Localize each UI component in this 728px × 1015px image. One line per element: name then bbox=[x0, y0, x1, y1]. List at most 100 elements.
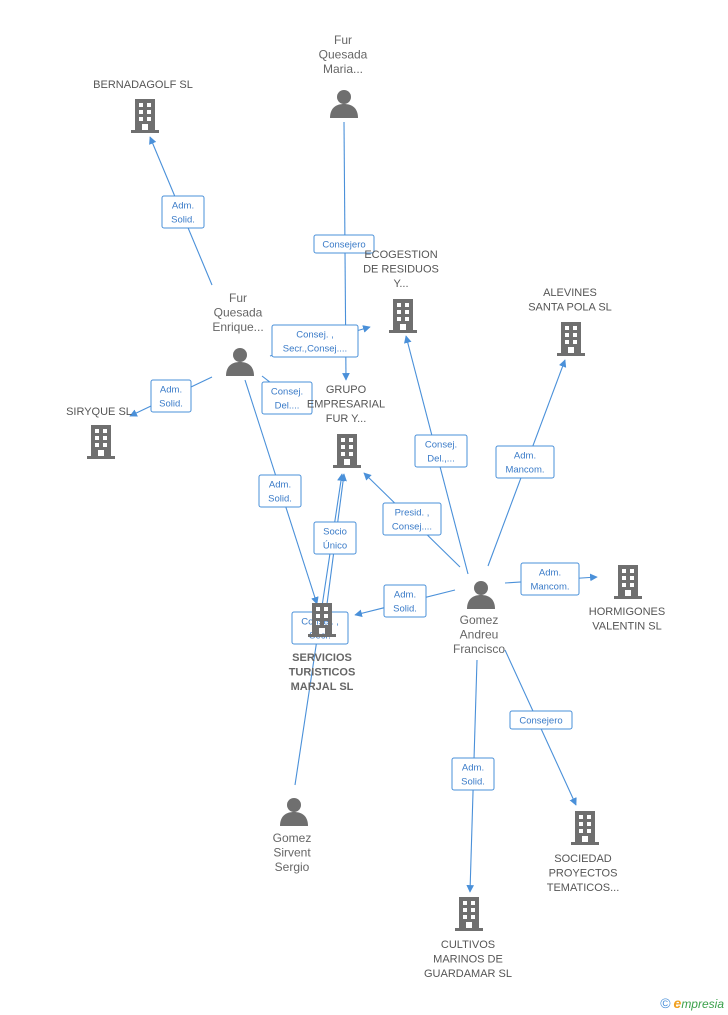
role-label[interactable]: Adm.Solid. bbox=[150, 379, 192, 413]
role-label-frame bbox=[414, 434, 468, 468]
node-label-line: Y... bbox=[393, 278, 408, 290]
role-label[interactable]: Presid. , Consej.... bbox=[382, 502, 442, 536]
role-label-frame bbox=[313, 234, 375, 254]
role-text: Adm. bbox=[462, 763, 484, 774]
nodes-layer: BERNADAGOLF SLFurQuesadaMaria...ECOGESTI… bbox=[66, 33, 665, 980]
building-icon bbox=[131, 99, 159, 133]
role-text: Solid. bbox=[171, 215, 195, 226]
role-text: Consejero bbox=[519, 716, 562, 727]
node-label-line: Gomez bbox=[273, 831, 312, 845]
role-label-frame bbox=[451, 757, 495, 791]
role-text: Solid. bbox=[461, 777, 485, 788]
building-icon bbox=[389, 299, 417, 333]
role-text: Adm. bbox=[160, 385, 182, 396]
node-label-line: GUARDAMAR SL bbox=[424, 968, 512, 980]
role-label[interactable]: Consejero bbox=[313, 234, 375, 254]
role-label-frame bbox=[383, 584, 427, 618]
node-label-line: TEMATICOS... bbox=[547, 882, 620, 894]
building-icon bbox=[455, 897, 483, 931]
role-label-frame bbox=[495, 445, 555, 479]
role-label-frame bbox=[150, 379, 192, 413]
building-icon bbox=[614, 565, 642, 599]
node-label-line: Sergio bbox=[275, 860, 310, 874]
node-label-line: DE RESIDUOS bbox=[363, 264, 439, 276]
copyright-icon: © bbox=[660, 995, 671, 1011]
building-icon bbox=[571, 811, 599, 845]
node-label-line: ECOGESTION bbox=[364, 249, 437, 261]
role-label-frame bbox=[271, 324, 359, 358]
role-label-frame bbox=[313, 521, 357, 555]
role-text: Solid. bbox=[393, 604, 417, 615]
node-label-line: SOCIEDAD bbox=[554, 853, 612, 865]
company-node-sociedad[interactable]: SOCIEDAD PROYECTOS TEMATICOS... bbox=[547, 811, 620, 894]
role-text: Presid. , bbox=[395, 508, 430, 519]
node-label-line: PROYECTOS bbox=[549, 868, 618, 880]
company-node-bernadagolf[interactable]: BERNADAGOLF SL bbox=[93, 79, 193, 133]
node-label-line: VALENTIN SL bbox=[592, 621, 662, 633]
role-label[interactable]: Consej.Del.,... bbox=[414, 434, 468, 468]
company-node-ecogestion[interactable]: ECOGESTION DE RESIDUOS Y... bbox=[363, 249, 439, 333]
role-text: Socio bbox=[323, 527, 347, 538]
brand-initial: e bbox=[673, 995, 682, 1011]
node-label-line: Fur bbox=[229, 291, 247, 305]
role-text: Adm. bbox=[269, 480, 291, 491]
node-label-line: Quesada bbox=[214, 306, 263, 320]
node-label-line: BERNADAGOLF SL bbox=[93, 79, 193, 91]
node-label-line: ALEVINES bbox=[543, 287, 597, 299]
role-text: Consej. bbox=[271, 387, 303, 398]
role-label-frame bbox=[258, 474, 302, 508]
company-node-servicios[interactable]: SERVICIOS TURISTICOS MARJAL SL bbox=[289, 603, 356, 693]
role-label-frame bbox=[509, 710, 573, 730]
person-icon bbox=[226, 348, 254, 376]
role-text: Solid. bbox=[268, 494, 292, 505]
role-label[interactable]: Adm.Mancom. bbox=[495, 445, 555, 479]
role-text: Del.,... bbox=[427, 454, 454, 465]
person-icon bbox=[467, 581, 495, 609]
person-node-fur_maria[interactable]: FurQuesadaMaria... bbox=[319, 33, 368, 118]
person-icon bbox=[330, 90, 358, 118]
building-icon bbox=[87, 425, 115, 459]
role-label[interactable]: Adm.Solid. bbox=[383, 584, 427, 618]
node-label-line: TURISTICOS bbox=[289, 667, 356, 679]
node-label-line: FUR Y... bbox=[326, 413, 367, 425]
role-text: Consej.... bbox=[392, 522, 432, 533]
node-label-line: SERVICIOS bbox=[292, 652, 352, 664]
role-label[interactable]: Adm. Solid. bbox=[258, 474, 302, 508]
node-label-line: Quesada bbox=[319, 48, 368, 62]
role-text: Consej. , bbox=[296, 330, 334, 341]
role-text: Secr.,Consej.... bbox=[283, 344, 347, 355]
role-label[interactable]: Adm. Solid. bbox=[451, 757, 495, 791]
node-label-line: Maria... bbox=[323, 62, 363, 76]
company-node-alevines[interactable]: ALEVINES SANTA POLA SL bbox=[528, 287, 612, 356]
node-label-line: SANTA POLA SL bbox=[528, 302, 612, 314]
role-label-frame bbox=[520, 562, 580, 596]
person-icon bbox=[280, 798, 308, 826]
role-label[interactable]: Adm.Mancom. bbox=[520, 562, 580, 596]
brand-name: mpresia bbox=[681, 997, 724, 1011]
role-text: Mancom. bbox=[530, 582, 569, 593]
node-label-line: Francisco bbox=[453, 642, 505, 656]
role-label[interactable]: Consejero bbox=[509, 710, 573, 730]
role-label[interactable]: Consej. , Secr.,Consej.... bbox=[271, 324, 359, 358]
role-text: Adm. bbox=[172, 201, 194, 212]
brand-watermark: ©empresia bbox=[660, 995, 724, 1011]
role-text: Único bbox=[323, 541, 347, 552]
person-node-fur_enrique[interactable]: FurQuesadaEnrique... bbox=[212, 291, 264, 376]
company-node-siryque[interactable]: SIRYQUE SL bbox=[66, 406, 132, 459]
node-label-line: SIRYQUE SL bbox=[66, 406, 132, 418]
node-label-line: Gomez bbox=[460, 613, 499, 627]
node-label-line: CULTIVOS bbox=[441, 939, 495, 951]
role-label-frame bbox=[382, 502, 442, 536]
role-label[interactable]: Adm. Solid. bbox=[161, 195, 205, 229]
node-label-line: Fur bbox=[334, 33, 352, 47]
node-label-line: MARJAL SL bbox=[291, 681, 354, 693]
role-label[interactable]: Consej.Del.... bbox=[261, 381, 313, 415]
